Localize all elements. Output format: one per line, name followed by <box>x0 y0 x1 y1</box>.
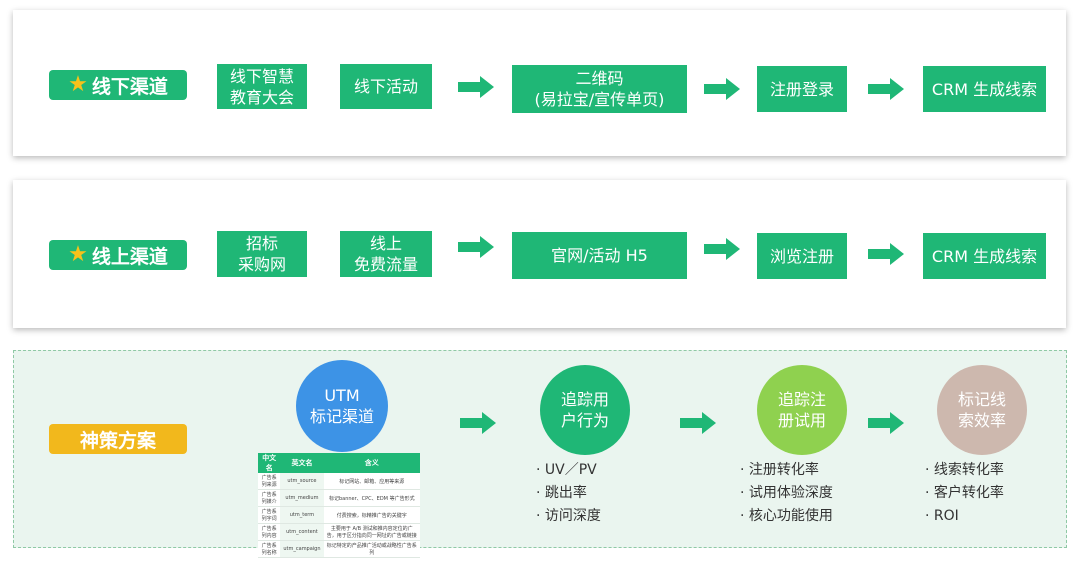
lead-metrics-list: 线索转化率 客户转化率 ROI <box>925 459 1004 528</box>
list-item: 客户转化率 <box>925 482 1004 505</box>
step-crm-lead: CRM 生成线索 <box>923 233 1046 279</box>
track-registration-circle: 追踪注 册试用 <box>757 365 847 455</box>
step-register-login: 注册登录 <box>757 66 847 112</box>
arrow-right-icon <box>868 243 904 265</box>
arrow-right-icon <box>868 412 904 434</box>
online-channel-tag: ★ 线上渠道 <box>49 240 187 270</box>
list-item: 注册转化率 <box>740 459 833 482</box>
source-free-traffic: 线上 免费流量 <box>340 231 432 277</box>
offline-channel-tag: ★ 线下渠道 <box>49 70 187 100</box>
registration-metrics-list: 注册转化率 试用体验深度 核心功能使用 <box>740 459 833 528</box>
arrow-right-icon <box>704 238 740 260</box>
list-item: UV／PV <box>536 459 601 482</box>
star-icon: ★ <box>68 242 88 267</box>
table-header: 英文名 <box>280 453 324 473</box>
solution-tag: 神策方案 <box>49 424 187 454</box>
arrow-right-icon <box>680 412 716 434</box>
source-education-conference: 线下智慧 教育大会 <box>217 64 307 109</box>
arrow-right-icon <box>458 76 494 98</box>
list-item: 访问深度 <box>536 505 601 528</box>
list-item: 试用体验深度 <box>740 482 833 505</box>
track-behavior-circle: 追踪用 户行为 <box>540 365 630 455</box>
arrow-right-icon <box>868 78 904 100</box>
list-item: 核心功能使用 <box>740 505 833 528</box>
table-header: 中文名 <box>258 453 281 473</box>
utm-circle: UTM 标记渠道 <box>296 360 388 452</box>
lead-efficiency-circle: 标记线 索效率 <box>937 365 1027 455</box>
list-item: 线索转化率 <box>925 459 1004 482</box>
list-item: 跳出率 <box>536 482 601 505</box>
source-bidding-site: 招标 采购网 <box>217 231 307 277</box>
behavior-metrics-list: UV／PV 跳出率 访问深度 <box>536 459 601 528</box>
star-icon: ★ <box>68 72 88 97</box>
list-item: ROI <box>925 505 1004 528</box>
step-crm-lead: CRM 生成线索 <box>923 66 1046 112</box>
arrow-right-icon <box>460 412 496 434</box>
arrow-right-icon <box>458 236 494 258</box>
table-header: 含义 <box>323 453 420 473</box>
step-qr-code: 二维码 (易拉宝/宣传单页) <box>512 65 687 113</box>
arrow-right-icon <box>704 78 740 100</box>
source-offline-event: 线下活动 <box>340 64 432 109</box>
step-browse-register: 浏览注册 <box>757 233 847 279</box>
step-website-h5: 官网/活动 H5 <box>512 232 687 279</box>
